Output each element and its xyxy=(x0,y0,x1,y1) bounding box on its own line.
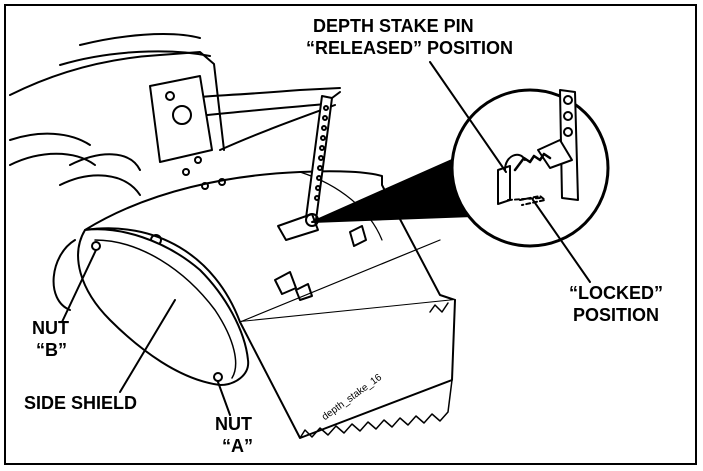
depth-stake xyxy=(277,91,341,241)
label-side-shield: SIDE SHIELD xyxy=(24,393,138,413)
engine-housing xyxy=(9,33,341,311)
label-locked-position: POSITION xyxy=(572,305,659,325)
figure-border xyxy=(4,4,697,465)
tine-shield xyxy=(84,156,456,439)
side-shield xyxy=(77,228,250,386)
leader-side-shield xyxy=(119,299,176,393)
label-nut-b: NUT xyxy=(32,318,69,338)
label-nut-a-letter: “A” xyxy=(222,436,253,456)
leader-nut-b xyxy=(61,249,97,323)
leader-released xyxy=(429,61,507,173)
label-depth-stake-pin: DEPTH STAKE PIN xyxy=(313,16,474,36)
leader-locked xyxy=(532,199,591,283)
label-nut-b-letter: “B” xyxy=(36,340,67,360)
leader-nut-a xyxy=(217,381,231,416)
nut-a-marker xyxy=(213,372,223,382)
detail-circle xyxy=(450,88,610,248)
label-nut-a: NUT xyxy=(215,414,252,434)
leader-lines xyxy=(61,61,591,416)
label-locked: “LOCKED” xyxy=(569,283,663,303)
label-released-position: “RELEASED” POSITION xyxy=(306,38,514,58)
detail-callout xyxy=(311,88,610,248)
